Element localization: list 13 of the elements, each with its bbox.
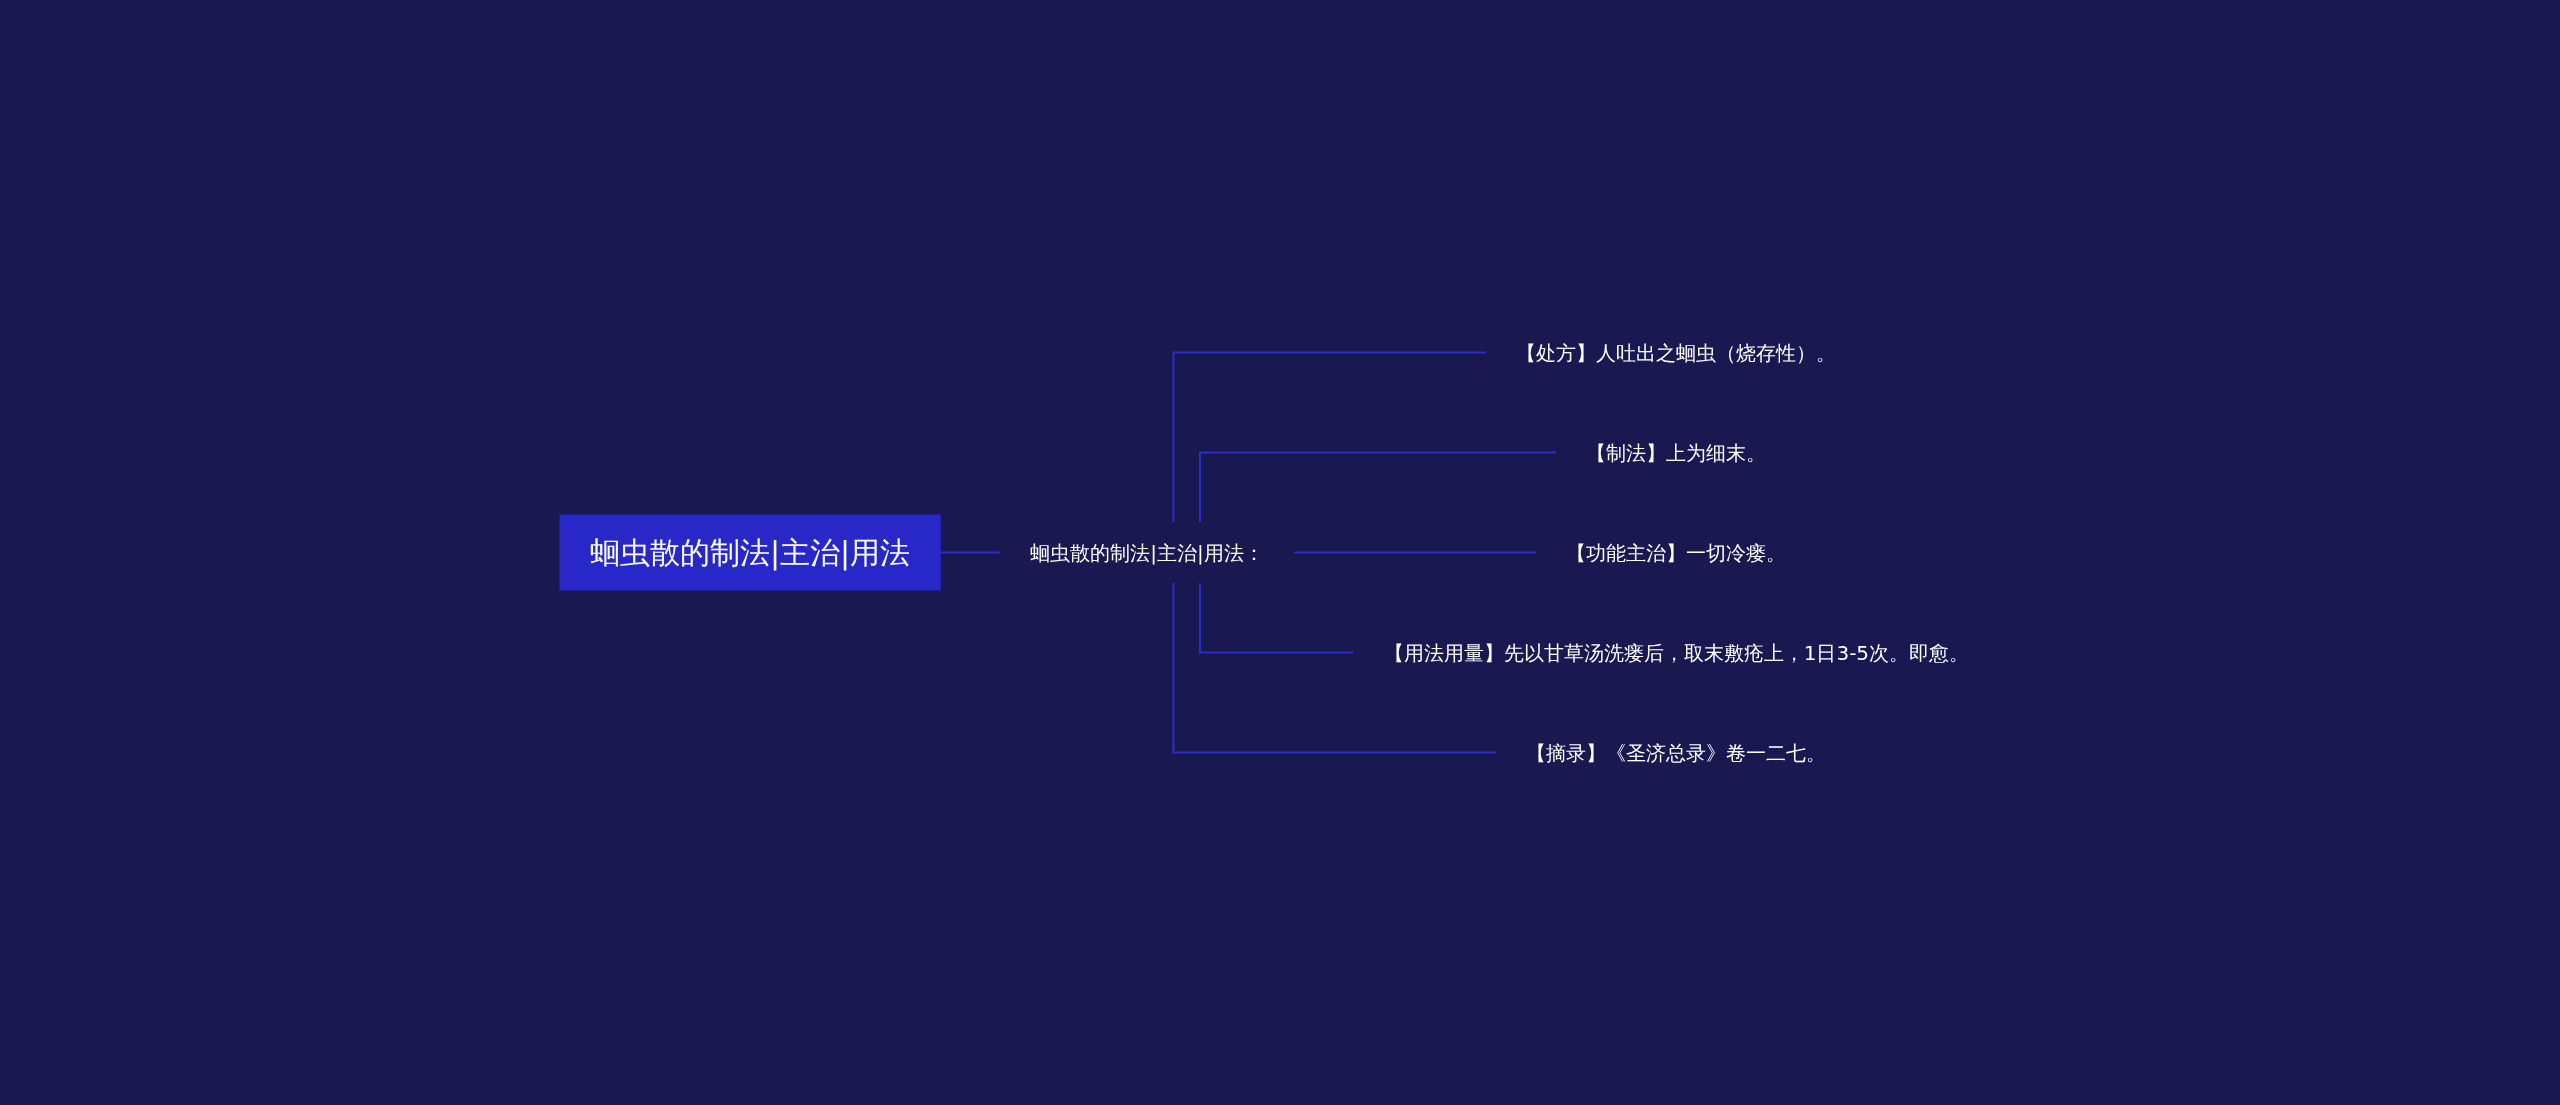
node-text: 蛔虫散的制法|主治|用法： [1030, 540, 1265, 565]
connector [939, 551, 1002, 554]
node-text: 【用法用量】先以甘草汤洗瘘后，取末敷疮上，1日3-5次。即愈。 [1384, 640, 1970, 665]
connector [1172, 581, 1498, 754]
node-text: 【功能主治】一切冷瘘。 [1566, 540, 1787, 565]
connector [1293, 551, 1538, 554]
node-text: 【制法】上为细末。 [1586, 440, 1767, 465]
connector [1199, 451, 1558, 524]
connector [1199, 581, 1356, 654]
node-text: 【摘录】《圣济总录》卷一二七。 [1526, 740, 1827, 765]
node-text: 【处方】人吐出之蛔虫（烧存性）。 [1516, 340, 1837, 365]
node-box: 蛔虫散的制法|主治|用法 [559, 514, 942, 591]
connector [1172, 351, 1488, 524]
